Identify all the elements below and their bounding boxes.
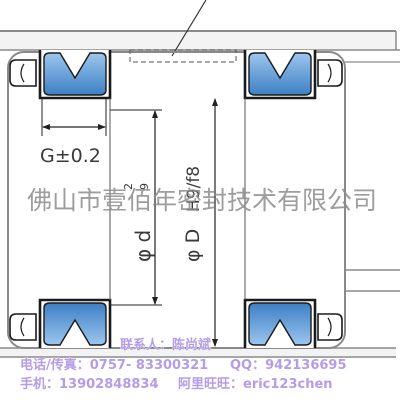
- groove-bottom-right: [243, 298, 317, 348]
- seal-top-right: [248, 52, 312, 96]
- D-dimension-tolerance: H9/f8: [184, 166, 204, 212]
- housing-bottom-band: [0, 348, 396, 357]
- groove-top-right: [243, 50, 317, 100]
- company-watermark: 佛山市壹佰年密封技术有限公司: [27, 186, 377, 215]
- end-ring-top-right: [317, 59, 343, 87]
- contact-aliwangwang: 阿里旺旺：eric123chen: [178, 377, 333, 392]
- contact-mobile: 手机：13902848834: [20, 376, 159, 392]
- leader-line: [171, 0, 207, 57]
- seal-bottom-right: [248, 302, 312, 346]
- end-ring-top-left-arc: [20, 63, 25, 83]
- contact-phone-fax: 电话/传真：0757- 83300321: [20, 357, 208, 373]
- dashed-region: [129, 49, 237, 63]
- end-ring-bottom-right-arc: [327, 317, 332, 337]
- piston-body: [7, 51, 346, 349]
- d-dimension-label: φ d: [131, 230, 155, 262]
- housing-top-band: [0, 31, 396, 50]
- seal-top-left: [43, 52, 107, 96]
- end-ring-bottom-left-arc: [20, 317, 25, 337]
- seal-bottom-left: [43, 302, 107, 346]
- d-dimension-mark-bottom: 9: [138, 183, 151, 190]
- groove-bottom-left: [38, 298, 112, 348]
- groove-top-left: [38, 50, 112, 100]
- contact-qq: QQ：942136695: [230, 358, 347, 373]
- g-dimension-label: G±0.2: [40, 145, 101, 167]
- d-dimension-mark-top: 2: [122, 183, 135, 190]
- end-ring-top-left: [9, 59, 37, 87]
- contact-person: 联系人：陈尚斌: [120, 337, 211, 353]
- end-ring-bottom-left: [9, 313, 37, 341]
- end-ring-top-right-arc: [327, 63, 332, 83]
- D-dimension-label: φ D: [182, 229, 204, 262]
- end-ring-bottom-right: [317, 313, 343, 341]
